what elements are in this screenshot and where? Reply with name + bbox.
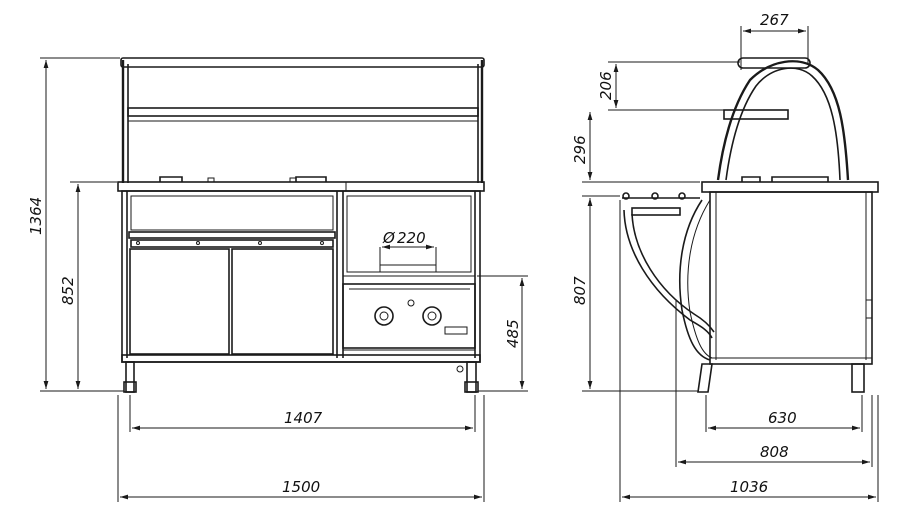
dim-body-height: 807 <box>571 195 698 392</box>
front-view: 1364 852 485 Ø 220 1407 <box>27 57 528 502</box>
dim-arch-height: 206 <box>597 61 740 111</box>
dim-852-label: 852 <box>59 276 77 305</box>
side-counter-top <box>701 176 879 193</box>
side-cabinet <box>709 191 873 365</box>
dim-inner-width: 1407 <box>129 395 476 432</box>
side-tray-rail <box>622 192 715 361</box>
dim-overall-width: 1500 <box>117 395 485 502</box>
dim-485-label: 485 <box>504 319 522 348</box>
dim-diameter-symbol: Ø <box>382 229 396 247</box>
dim-shelf-height: 296 <box>571 112 700 183</box>
side-sneeze-guard <box>716 57 850 181</box>
dim-base-depth: 630 <box>705 395 863 432</box>
front-cabinet <box>121 190 481 363</box>
front-sneeze-guard <box>120 57 485 183</box>
dim-counter-height: 852 <box>59 181 117 389</box>
dim-1036-label: 1036 <box>730 478 768 496</box>
front-counter-top <box>117 176 485 192</box>
dim-mid-depth: 808 <box>675 300 873 467</box>
side-legs <box>697 363 865 393</box>
dim-top-width: 267 <box>740 11 809 70</box>
dim-1500-label: 1500 <box>282 478 320 496</box>
front-legs <box>123 361 479 393</box>
dim-206-label: 206 <box>597 71 615 100</box>
side-view: 267 206 296 807 630 <box>571 11 879 502</box>
dim-630-label: 630 <box>768 409 797 427</box>
dim-220-label: 220 <box>397 229 426 247</box>
dim-267-label: 267 <box>760 11 789 29</box>
dim-overall-height: 1364 <box>27 57 124 392</box>
dim-1364-label: 1364 <box>27 197 45 235</box>
dim-296-label: 296 <box>571 135 589 164</box>
dim-diameter: Ø 220 <box>379 229 437 268</box>
dim-808-label: 808 <box>760 443 789 461</box>
dim-1407-label: 1407 <box>284 409 323 427</box>
dim-807-label: 807 <box>571 276 589 305</box>
dim-hob-height: 485 <box>477 275 528 392</box>
dim-overall-depth: 1036 <box>619 200 879 502</box>
